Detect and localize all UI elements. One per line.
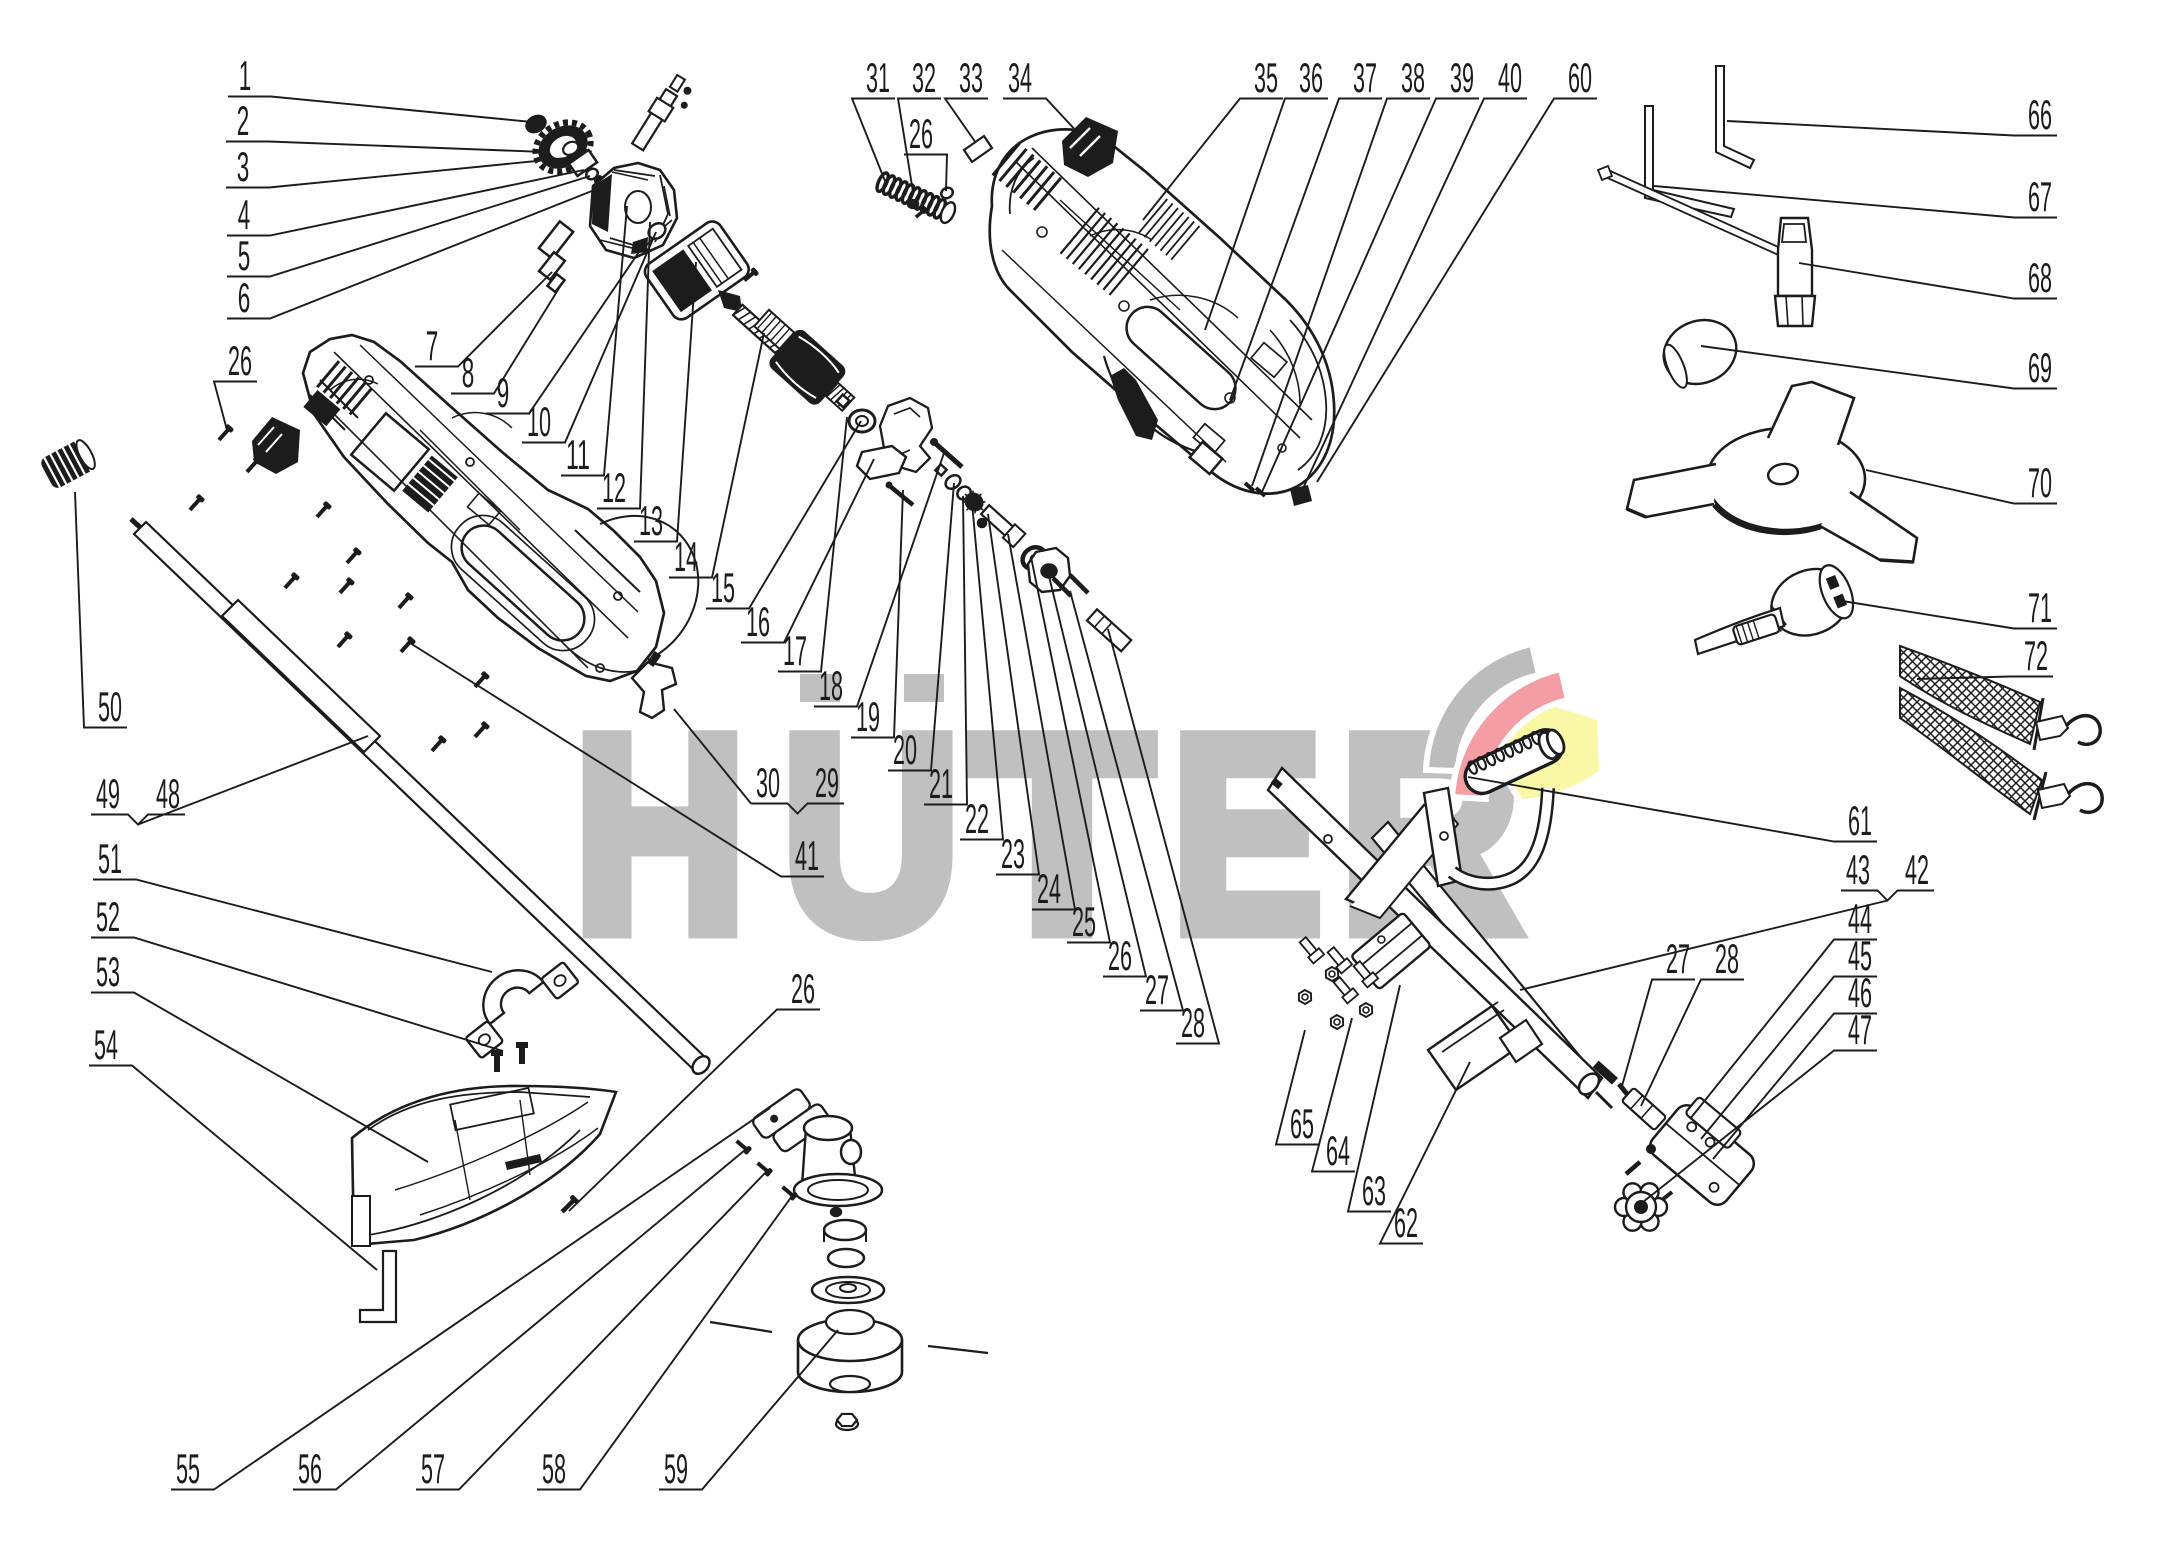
svg-text:35: 35 (1254, 54, 1278, 101)
svg-text:15: 15 (711, 564, 735, 611)
svg-text:48: 48 (156, 770, 180, 817)
svg-text:18: 18 (819, 662, 843, 709)
svg-text:57: 57 (421, 1445, 445, 1492)
svg-text:28: 28 (1181, 999, 1205, 1046)
svg-text:60: 60 (1568, 54, 1592, 101)
svg-text:10: 10 (527, 398, 551, 445)
svg-text:45: 45 (1848, 932, 1872, 979)
svg-text:56: 56 (298, 1445, 322, 1492)
svg-text:43: 43 (1846, 846, 1870, 893)
svg-text:30: 30 (756, 759, 780, 806)
svg-text:7: 7 (426, 322, 439, 369)
svg-text:52: 52 (96, 893, 120, 940)
svg-text:36: 36 (1299, 54, 1323, 101)
svg-text:13: 13 (639, 497, 663, 544)
svg-text:6: 6 (238, 274, 251, 321)
svg-text:38: 38 (1401, 54, 1425, 101)
svg-text:65: 65 (1290, 1100, 1314, 1147)
svg-text:39: 39 (1450, 54, 1474, 101)
svg-text:31: 31 (866, 54, 890, 101)
svg-text:26: 26 (909, 110, 933, 157)
svg-text:3: 3 (237, 143, 250, 190)
svg-text:62: 62 (1394, 1199, 1418, 1246)
svg-text:70: 70 (2028, 459, 2052, 506)
svg-text:23: 23 (1001, 830, 1025, 877)
svg-text:28: 28 (1715, 935, 1739, 982)
svg-text:66: 66 (2028, 91, 2052, 138)
svg-text:2: 2 (237, 97, 250, 144)
svg-text:22: 22 (965, 795, 989, 842)
svg-text:12: 12 (602, 464, 626, 511)
svg-text:8: 8 (462, 349, 475, 396)
svg-text:53: 53 (96, 948, 120, 995)
svg-text:27: 27 (1666, 935, 1690, 982)
svg-text:63: 63 (1362, 1167, 1386, 1214)
svg-text:64: 64 (1326, 1127, 1350, 1174)
svg-text:9: 9 (497, 369, 510, 416)
svg-text:1: 1 (239, 52, 252, 99)
svg-text:24: 24 (1037, 865, 1061, 912)
svg-text:25: 25 (1072, 898, 1096, 945)
svg-text:54: 54 (94, 1021, 118, 1068)
svg-text:14: 14 (674, 533, 698, 580)
svg-text:42: 42 (1905, 846, 1929, 893)
svg-text:34: 34 (1008, 54, 1032, 101)
svg-text:21: 21 (929, 760, 953, 807)
svg-text:59: 59 (664, 1445, 688, 1492)
svg-text:20: 20 (893, 726, 917, 773)
svg-text:41: 41 (795, 832, 819, 879)
svg-text:26: 26 (791, 965, 815, 1012)
svg-text:16: 16 (746, 598, 770, 645)
svg-text:32: 32 (912, 54, 936, 101)
svg-text:17: 17 (783, 627, 807, 674)
svg-text:71: 71 (2028, 584, 2052, 631)
svg-text:40: 40 (1498, 54, 1522, 101)
svg-text:49: 49 (96, 770, 120, 817)
svg-text:72: 72 (2024, 632, 2048, 679)
svg-text:68: 68 (2028, 254, 2052, 301)
svg-text:67: 67 (2028, 173, 2052, 220)
svg-text:26: 26 (1108, 932, 1132, 979)
svg-text:H: H (574, 678, 746, 989)
svg-text:27: 27 (1145, 966, 1169, 1013)
svg-text:29: 29 (815, 759, 839, 806)
svg-text:51: 51 (98, 835, 122, 882)
svg-text:19: 19 (856, 693, 880, 740)
svg-text:4: 4 (238, 191, 251, 238)
svg-text:11: 11 (566, 431, 590, 478)
svg-text:44: 44 (1848, 895, 1872, 942)
svg-text:26: 26 (228, 337, 252, 384)
svg-text:5: 5 (238, 232, 251, 279)
svg-text:55: 55 (176, 1445, 200, 1492)
svg-text:46: 46 (1848, 969, 1872, 1016)
svg-text:37: 37 (1353, 54, 1377, 101)
svg-text:33: 33 (959, 54, 983, 101)
svg-text:61: 61 (1848, 797, 1872, 844)
svg-text:69: 69 (2028, 344, 2052, 391)
svg-text:47: 47 (1848, 1006, 1872, 1053)
svg-text:58: 58 (542, 1445, 566, 1492)
svg-text:50: 50 (98, 683, 122, 730)
svg-text:U: U (782, 678, 960, 989)
